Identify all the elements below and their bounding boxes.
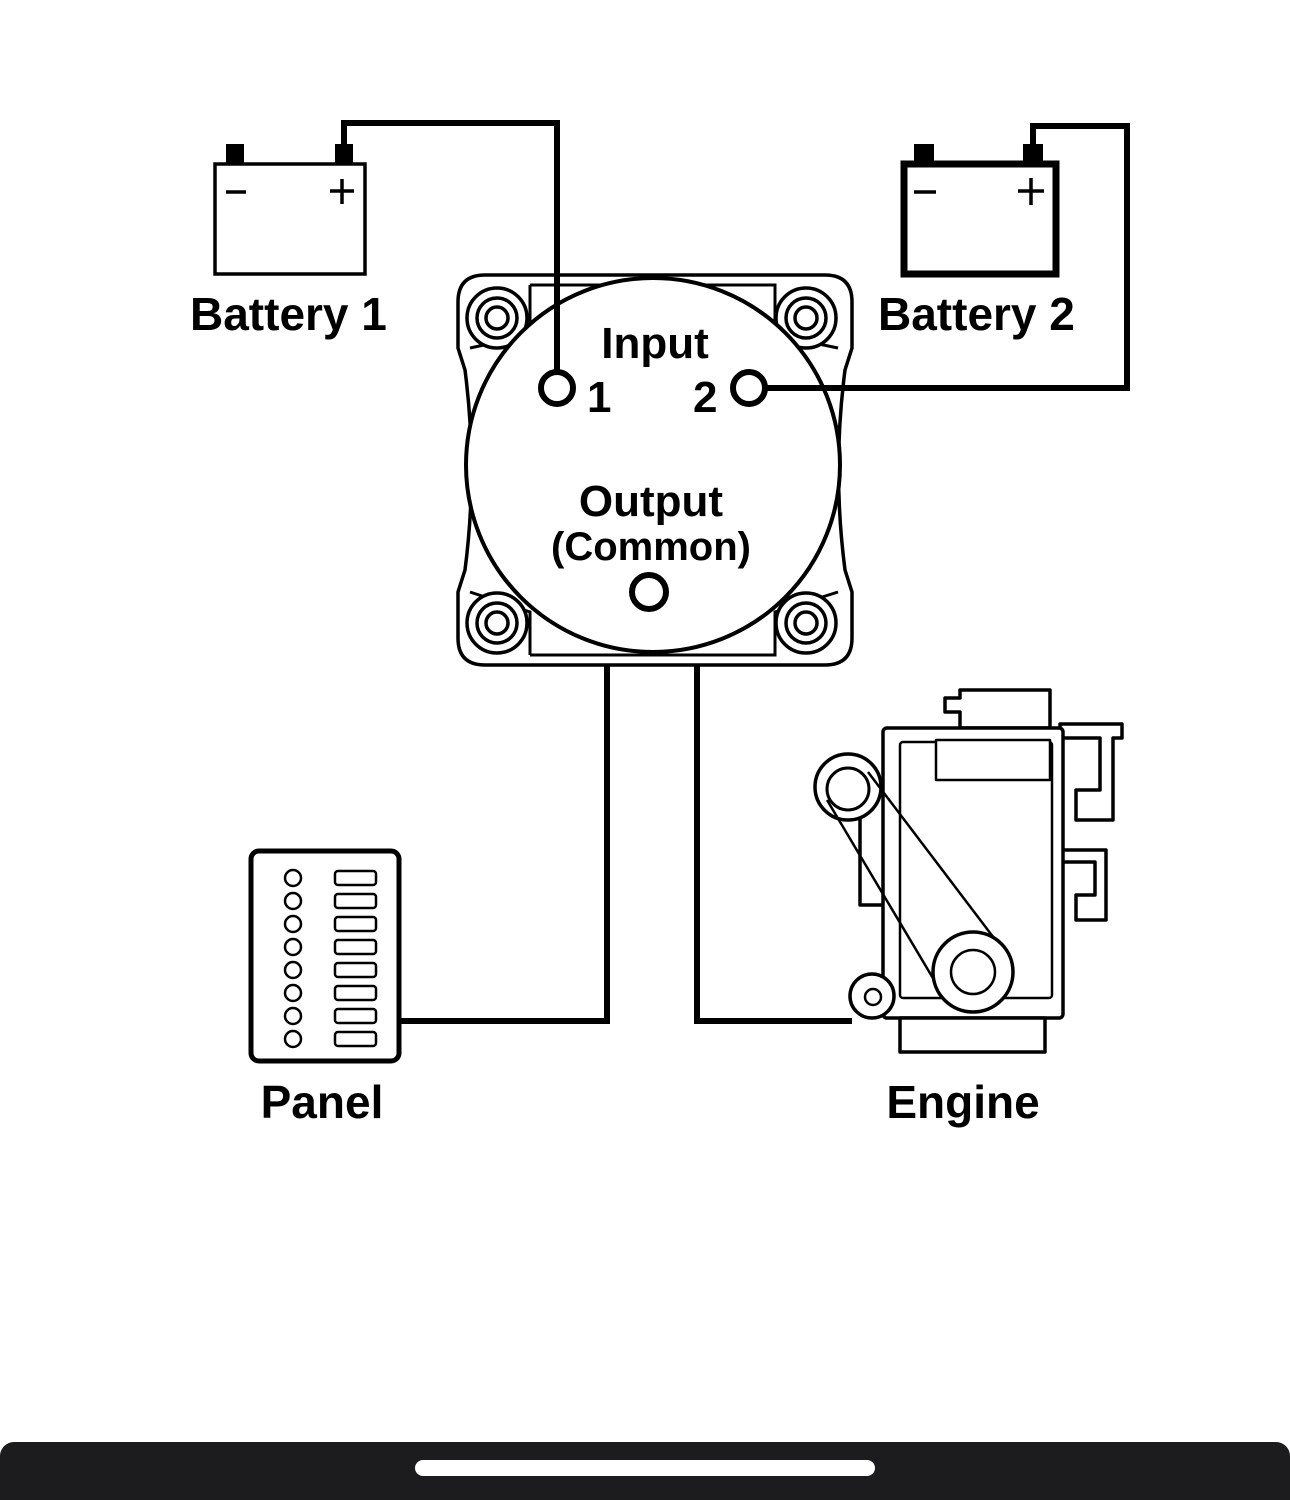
- mounting-hole-bottom-right: [774, 591, 838, 655]
- home-indicator[interactable]: [415, 1460, 875, 1476]
- battery-2-label: Battery 2: [878, 288, 1075, 340]
- engine: Engine: [813, 688, 1124, 1128]
- wire-battery1-to-input1: [341, 120, 560, 372]
- engine-label: Engine: [886, 1076, 1039, 1128]
- battery-2-positive-sign: [1018, 178, 1044, 205]
- mounting-hole-bottom-left: [465, 591, 529, 655]
- mounting-hole-top-right: [774, 286, 838, 350]
- input-1-label: 1: [587, 373, 611, 422]
- input-label: Input: [601, 319, 709, 368]
- input-2-label: 2: [693, 373, 717, 422]
- battery-1-positive-terminal: [335, 144, 353, 164]
- battery-1-label: Battery 1: [190, 288, 387, 340]
- battery-2-body: [900, 160, 1060, 278]
- engine-top-box: [934, 738, 1052, 782]
- engine-right-bracket-lower: [1058, 848, 1108, 922]
- battery-1-positive-sign: [330, 179, 354, 204]
- engine-upper-pulley-hub: [825, 766, 871, 812]
- battery-2-negative-terminal: [914, 144, 934, 166]
- input-1-terminal: [538, 369, 576, 407]
- output-label: Output: [579, 477, 724, 526]
- output-sub-label: (Common): [551, 525, 751, 569]
- engine-drive-belt: [825, 771, 1004, 991]
- panel-switches: [333, 869, 378, 1048]
- engine-top-cap: [943, 688, 1052, 730]
- battery-1-body: [213, 162, 367, 276]
- engine-starter-terminal: [863, 987, 883, 1007]
- wire-battery2-to-input2: [764, 123, 1130, 391]
- panel: Panel: [248, 848, 402, 1128]
- mounting-hole-top-left: [465, 286, 529, 350]
- home-bar-region: [0, 1442, 1290, 1500]
- engine-lower-pulley-hub: [949, 948, 997, 996]
- battery-switch: Input 1 2 Output (Common): [456, 273, 854, 667]
- output-terminal: [629, 572, 669, 612]
- panel-label: Panel: [261, 1076, 384, 1128]
- battery-2: Battery 2: [878, 144, 1075, 340]
- battery-2-positive-terminal: [1023, 144, 1043, 166]
- battery-1: Battery 1: [190, 144, 387, 340]
- input-2-terminal: [730, 369, 768, 407]
- engine-right-bracket-upper: [1058, 722, 1124, 822]
- battery-switch-wiring-diagram: Battery 1 Battery 2: [190, 120, 1130, 1128]
- engine-oil-pan: [898, 1016, 1047, 1054]
- battery-1-negative-terminal: [226, 144, 244, 164]
- panel-indicator-lights: [283, 868, 303, 1049]
